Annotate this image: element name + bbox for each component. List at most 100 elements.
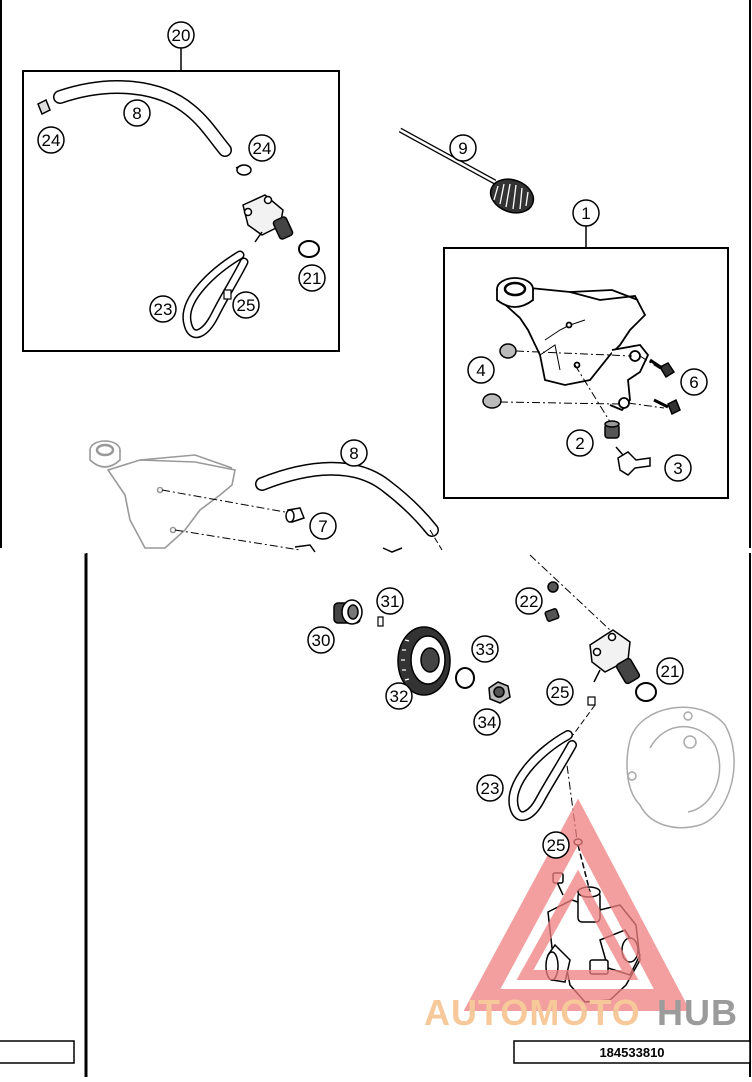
watermark-logo xyxy=(463,798,691,1011)
fuel-tap-box20 xyxy=(242,194,294,243)
callout-label: 32 xyxy=(390,687,409,706)
o-ring-icon xyxy=(298,240,320,258)
callout-label: 33 xyxy=(476,640,495,659)
callout-label: 30 xyxy=(312,631,331,650)
screw-icon xyxy=(285,507,305,523)
sheet-index-box xyxy=(0,1040,75,1064)
callout-circle xyxy=(664,454,692,482)
callout-c22: 22 xyxy=(515,587,543,615)
small-clip-icon xyxy=(223,289,232,300)
dash-lines-middle xyxy=(161,489,301,551)
callout-c23a: 23 xyxy=(149,295,177,323)
callout-c32: 32 xyxy=(385,682,413,710)
callout-label: 8 xyxy=(132,104,141,123)
callout-circle xyxy=(376,587,404,615)
callout-label: 21 xyxy=(661,662,680,681)
callout-circle xyxy=(37,126,65,154)
callout-circle xyxy=(515,587,543,615)
callout-c7: 7 xyxy=(309,512,337,540)
callout-circle xyxy=(471,635,499,663)
callout-label: 24 xyxy=(253,139,272,158)
gear-cover-icon xyxy=(397,626,451,696)
callout-circle xyxy=(340,439,368,467)
callout-circle xyxy=(473,708,501,736)
fuel-tank-box1 xyxy=(496,277,650,412)
fuel-hose-box20 xyxy=(53,80,232,157)
callout-label: 4 xyxy=(476,361,485,380)
callout-circle xyxy=(656,657,684,685)
callout-circle xyxy=(385,682,413,710)
callout-c30: 30 xyxy=(307,626,335,654)
callout-c3: 3 xyxy=(664,454,692,482)
callout-label: 25 xyxy=(551,683,570,702)
callout-label: 8 xyxy=(349,444,358,463)
spacer-bushing-icon xyxy=(604,420,620,439)
rubber-grommet-icon xyxy=(482,343,517,409)
callout-c8a: 8 xyxy=(123,99,151,127)
callout-c1: 1 xyxy=(572,199,600,227)
callout-circle xyxy=(680,368,708,396)
callout-label: 7 xyxy=(318,517,327,536)
callout-circle xyxy=(449,134,477,162)
callout-label: 6 xyxy=(689,373,698,392)
callout-c21a: 21 xyxy=(298,264,326,292)
callout-c8b: 8 xyxy=(340,439,368,467)
bearing-bush-icon xyxy=(333,599,363,625)
callout-circle xyxy=(167,21,195,49)
callout-label: 1 xyxy=(581,204,590,223)
part-number-box xyxy=(513,1040,751,1064)
callout-label: 2 xyxy=(575,434,584,453)
callout-circle xyxy=(476,774,504,802)
small-clip-lower-icon xyxy=(587,696,596,706)
o-ring-lower-right-icon xyxy=(635,682,657,702)
nut-icon xyxy=(488,681,511,704)
callout-c31: 31 xyxy=(376,587,404,615)
callout-label: 23 xyxy=(481,779,500,798)
callout-label: 24 xyxy=(42,131,61,150)
callout-c34: 34 xyxy=(473,708,501,736)
vent-hose-box20 xyxy=(182,250,249,339)
engine-cover-ghost xyxy=(626,706,735,829)
subassembly-box-20 xyxy=(22,70,340,352)
callout-circle xyxy=(307,626,335,654)
fuel-hose-middle xyxy=(255,461,439,537)
callout-circle xyxy=(232,291,260,319)
dash-lines-box1 xyxy=(499,350,665,426)
callout-label: 21 xyxy=(303,269,322,288)
watermark-text-hub: HUB xyxy=(657,992,738,1033)
vent-hose-lower xyxy=(508,730,577,822)
callout-c2: 2 xyxy=(566,429,594,457)
callout-c33: 33 xyxy=(471,635,499,663)
callout-circle xyxy=(546,678,574,706)
callout-c24a: 24 xyxy=(37,126,65,154)
callout-circle xyxy=(149,295,177,323)
cover-bolt-icon xyxy=(544,581,560,622)
callout-circle xyxy=(123,99,151,127)
o-ring-lower-icon xyxy=(455,667,475,689)
callout-c9: 9 xyxy=(449,134,477,162)
callout-label: 31 xyxy=(381,592,400,611)
callout-c25c: 25 xyxy=(542,831,570,859)
callout-label: 22 xyxy=(520,592,539,611)
callout-c25a: 25 xyxy=(232,291,260,319)
callout-label: 25 xyxy=(547,836,566,855)
callout-label: 23 xyxy=(154,300,173,319)
callout-c23b: 23 xyxy=(476,774,504,802)
pin-icon xyxy=(377,616,384,627)
callout-label: 20 xyxy=(172,26,191,45)
filler-cap-with-rod xyxy=(398,127,535,214)
fuel-tank-ghost xyxy=(89,440,236,549)
watermark-text-automoto: AUTOMOTO xyxy=(424,992,641,1033)
callout-c6: 6 xyxy=(680,368,708,396)
callout-c20: 20 xyxy=(167,21,195,49)
callout-label: 3 xyxy=(673,459,682,478)
callout-circle xyxy=(572,199,600,227)
callout-c4: 4 xyxy=(467,356,495,384)
part-number-text: 184533810 xyxy=(599,1045,664,1060)
callout-c25b: 25 xyxy=(546,678,574,706)
sheet-gap xyxy=(0,548,752,553)
bolt-icon xyxy=(649,358,681,416)
